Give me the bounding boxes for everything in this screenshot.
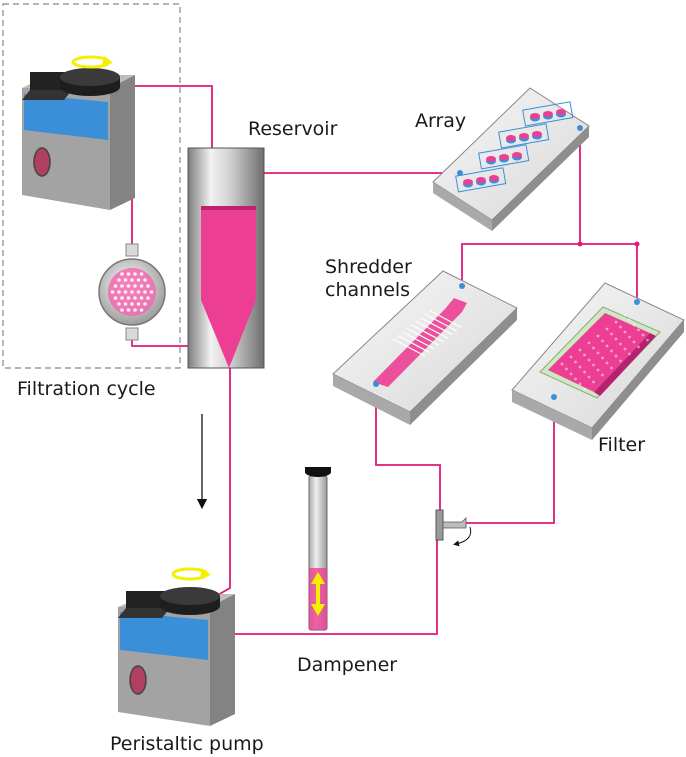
filtration-cycle-label: Filtration cycle (17, 378, 156, 400)
shredder-chip (332, 270, 518, 425)
shredder-channels-label-line1: Shredder (325, 256, 412, 278)
shredder-channels-label-line2: channels (325, 279, 411, 301)
filtration-pump (22, 68, 135, 210)
tubing-joints (213, 187, 640, 247)
reservoir (187, 147, 265, 369)
rotation-arrow-icon (71, 55, 113, 69)
filter-chip (511, 282, 685, 440)
rotation-arrow-icon (171, 567, 211, 581)
membrane-filter (98, 243, 166, 341)
peristaltic-pump (118, 587, 235, 726)
array-chip (432, 87, 590, 231)
filter-label: Filter (598, 434, 646, 456)
array-label: Array (415, 110, 467, 132)
filtration-cycle-boundary (2, 3, 181, 369)
dampener-label: Dampener (297, 654, 398, 676)
three-way-valve (435, 509, 472, 547)
dampener (305, 467, 331, 631)
double-arrow-icon (311, 572, 325, 616)
peristaltic-pump-label: Peristaltic pump (110, 733, 264, 755)
reservoir-label: Reservoir (248, 118, 338, 140)
